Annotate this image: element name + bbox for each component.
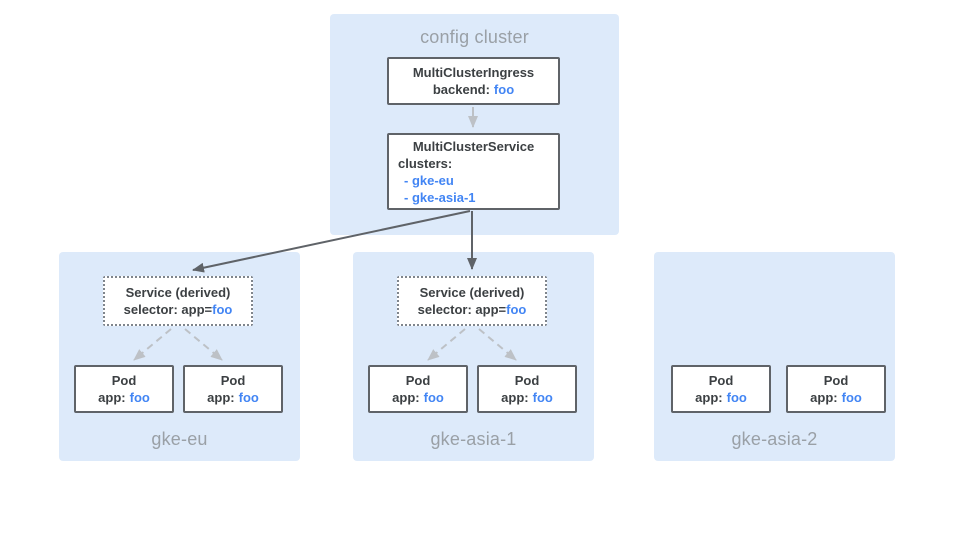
app-label: app: bbox=[501, 390, 529, 405]
cluster-panel-gke-asia-2: Pod app:foo Pod app:foo gke-asia-2 bbox=[654, 252, 895, 461]
cluster-panel-gke-eu: Service (derived) selector: app=foo Pod … bbox=[59, 252, 300, 461]
derived-service-title: Service (derived) bbox=[125, 285, 231, 300]
cluster-label-gke-asia-2: gke-asia-2 bbox=[731, 429, 818, 449]
cluster-item-gke-asia-1: - gke-asia-1 bbox=[404, 189, 476, 205]
app-value: foo bbox=[532, 390, 553, 405]
app-label: app: bbox=[695, 390, 723, 405]
pod-box: Pod app:foo bbox=[183, 365, 283, 413]
derived-service-title: Service (derived) bbox=[419, 285, 525, 300]
selector-value: foo bbox=[212, 302, 233, 317]
selector-value: foo bbox=[506, 302, 527, 317]
pod-title: Pod bbox=[111, 373, 137, 388]
config-cluster-label: config cluster bbox=[420, 27, 529, 47]
multi-cluster-ingress-title: MultiClusterIngress bbox=[412, 65, 535, 80]
pod-box: Pod app:foo bbox=[74, 365, 174, 413]
pod-box: Pod app:foo bbox=[671, 365, 771, 413]
app-value: foo bbox=[238, 390, 259, 405]
app-value: foo bbox=[726, 390, 747, 405]
pod-title: Pod bbox=[708, 373, 734, 388]
cluster-item-gke-eu: - gke-eu bbox=[404, 172, 454, 188]
multi-cluster-ingress-backend: backend:foo bbox=[389, 81, 558, 98]
pod-title: Pod bbox=[220, 373, 246, 388]
pod-box: Pod app:foo bbox=[477, 365, 577, 413]
app-value: foo bbox=[841, 390, 862, 405]
derived-service-selector: selector: app=foo bbox=[399, 301, 545, 318]
pod-app: app:foo bbox=[370, 389, 466, 406]
derived-service-box-gke-asia-1: Service (derived) selector: app=foo bbox=[397, 276, 547, 326]
pod-app: app:foo bbox=[76, 389, 172, 406]
derived-service-box-gke-eu: Service (derived) selector: app=foo bbox=[103, 276, 253, 326]
pod-title: Pod bbox=[514, 373, 540, 388]
app-label: app: bbox=[810, 390, 838, 405]
app-value: foo bbox=[129, 390, 150, 405]
cluster-panel-gke-asia-1: Service (derived) selector: app=foo Pod … bbox=[353, 252, 594, 461]
cluster-label-gke-eu: gke-eu bbox=[151, 429, 208, 449]
backend-label: backend: bbox=[432, 82, 490, 97]
pod-title: Pod bbox=[405, 373, 431, 388]
selector-label: selector: app= bbox=[417, 302, 507, 317]
pod-box: Pod app:foo bbox=[368, 365, 468, 413]
multi-cluster-service-title: MultiClusterService bbox=[412, 138, 535, 154]
derived-service-selector: selector: app=foo bbox=[105, 301, 251, 318]
pod-title: Pod bbox=[823, 373, 849, 388]
app-value: foo bbox=[423, 390, 444, 405]
app-label: app: bbox=[392, 390, 420, 405]
backend-value: foo bbox=[493, 82, 515, 97]
pod-app: app:foo bbox=[788, 389, 884, 406]
clusters-label: clusters: bbox=[398, 155, 453, 171]
selector-label: selector: app= bbox=[123, 302, 213, 317]
config-cluster-panel: config cluster MultiClusterIngress backe… bbox=[330, 14, 619, 235]
multi-cluster-service-box: MultiClusterService clusters: - gke-eu -… bbox=[387, 133, 560, 210]
app-label: app: bbox=[207, 390, 235, 405]
pod-app: app:foo bbox=[185, 389, 281, 406]
app-label: app: bbox=[98, 390, 126, 405]
multi-cluster-ingress-box: MultiClusterIngress backend:foo bbox=[387, 57, 560, 105]
pod-app: app:foo bbox=[479, 389, 575, 406]
cluster-label-gke-asia-1: gke-asia-1 bbox=[430, 429, 517, 449]
pod-box: Pod app:foo bbox=[786, 365, 886, 413]
pod-app: app:foo bbox=[673, 389, 769, 406]
